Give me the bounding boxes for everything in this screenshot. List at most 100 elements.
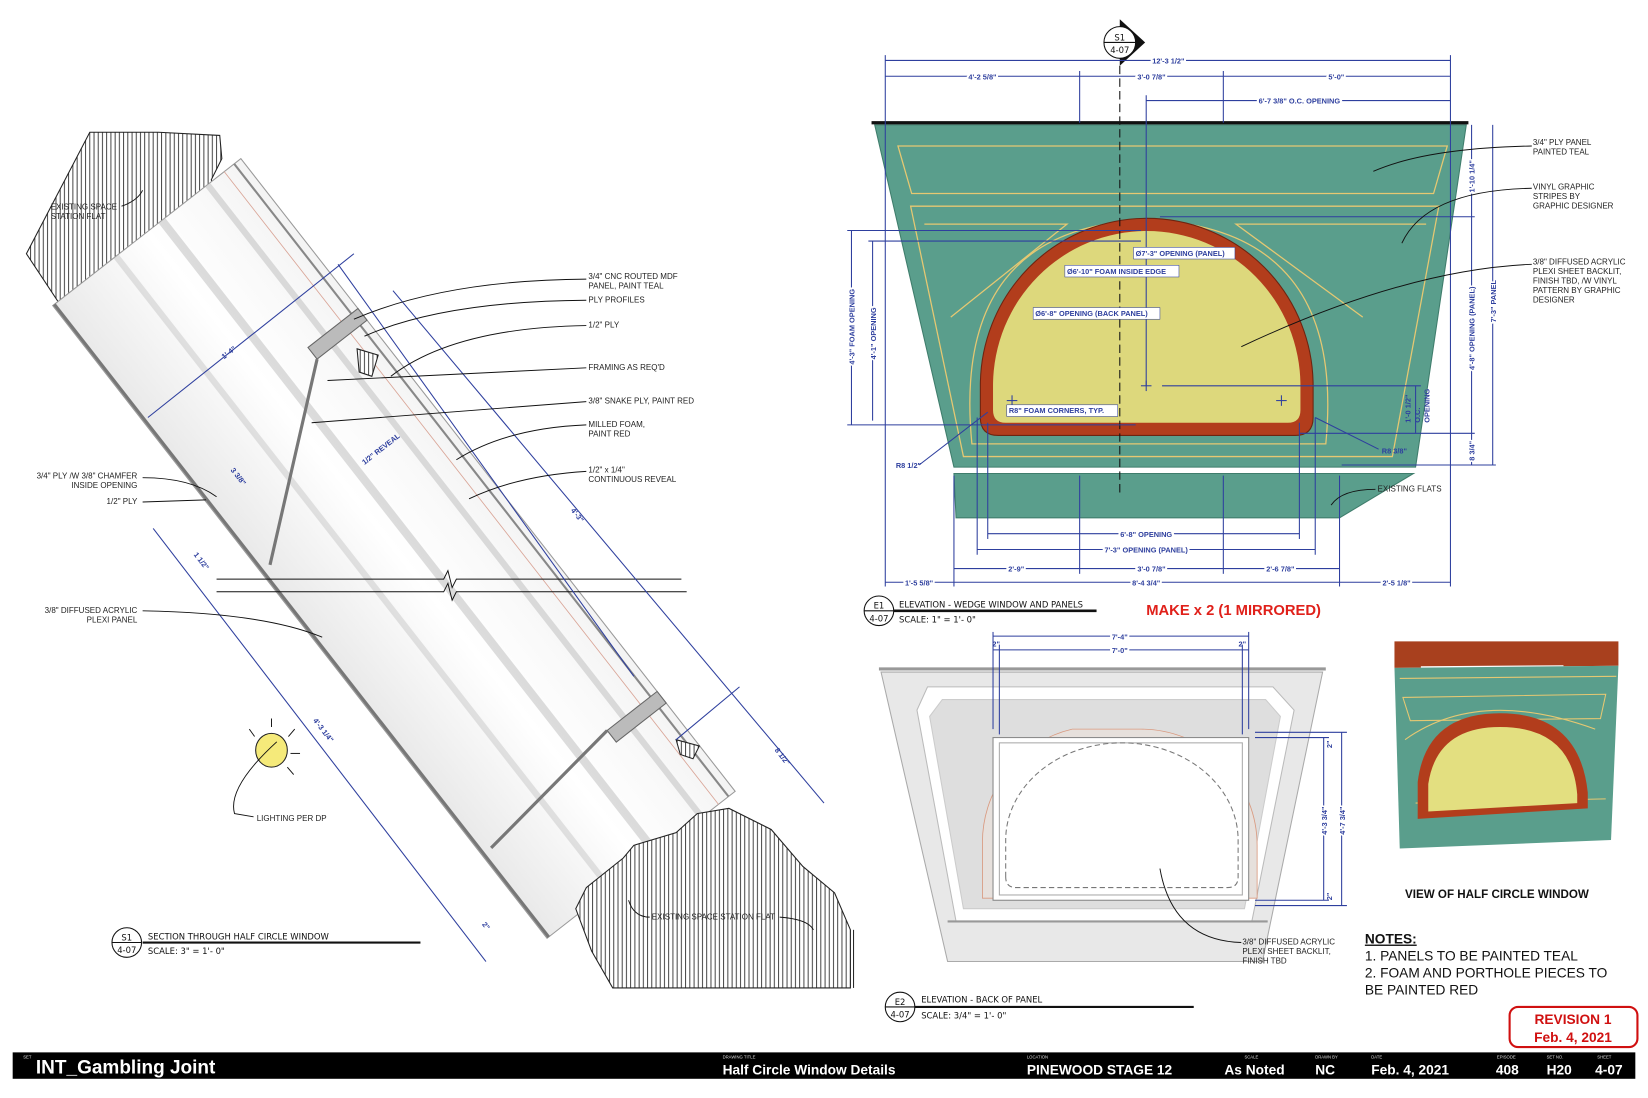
label-half-ply: 1/2" PLY — [588, 321, 619, 330]
label-continuous-reveal: 1/2" x 1/4"CONTINUOUS REVEAL — [588, 465, 676, 484]
svg-text:EPISODE: EPISODE — [1497, 1055, 1516, 1060]
svg-text:Feb. 4, 2021: Feb. 4, 2021 — [1534, 1030, 1612, 1045]
dim-opening: 4'-1" OPENING — [869, 307, 878, 359]
label-half-ply-left: 1/2" PLY — [107, 497, 138, 506]
svg-text:R8 3/8": R8 3/8" — [1382, 446, 1408, 455]
dim-4-3-3-4: 4'-3 3/4" — [1320, 806, 1329, 835]
dim-4-3: 4'-3" — [569, 506, 586, 524]
revision-stamp: REVISION 1 Feb. 4, 2021 — [1508, 1005, 1639, 1049]
svg-text:SHEET: SHEET — [1597, 1055, 1611, 1060]
dim-top-band: 1'-10 1/4" — [1468, 160, 1477, 193]
label-milled-foam: MILLED FOAM,PAINT RED — [588, 420, 645, 439]
svg-text:ELEVATION - BACK OF PANEL: ELEVATION - BACK OF PANEL — [921, 995, 1042, 1005]
svg-text:SECTION THROUGH HALF CIRCLE WI: SECTION THROUGH HALF CIRCLE WINDOW — [148, 931, 330, 941]
section-marker-s1[interactable]: S1 4-07 — [1103, 19, 1146, 66]
label-existing-flats: EXISTING FLATS — [1378, 484, 1442, 493]
center-marks — [1006, 380, 1287, 406]
dim-3-0-7-8: 3'-0 7/8" — [1137, 565, 1166, 574]
dim-7-0: 7'-0" — [1112, 646, 1128, 655]
svg-text:SCALE: 3/4" = 1'- 0": SCALE: 3/4" = 1'- 0" — [921, 1011, 1006, 1021]
label-snake-ply: 3/8" SNAKE PLY, PAINT RED — [588, 397, 694, 406]
svg-text:Ø6'-8" OPENING (BACK PANEL): Ø6'-8" OPENING (BACK PANEL) — [1035, 309, 1148, 318]
section-s1: 1'-4" 1/2" REVEAL 4'-3" 4'-3 1/4" 2" 1 1… — [25, 131, 855, 989]
dim-2-9: 2'-9" — [1008, 565, 1024, 574]
existing-flats — [953, 472, 1416, 519]
svg-text:SCALE: 1" = 1'- 0": SCALE: 1" = 1'- 0" — [899, 614, 976, 624]
callouts: Ø7'-3" OPENING (PANEL) Ø6'-10" FOAM INSI… — [896, 247, 1408, 470]
date: Feb. 4, 2021 — [1371, 1063, 1449, 1078]
svg-text:S1: S1 — [121, 932, 132, 942]
svg-text:SCALE: 3" = 1'- 0": SCALE: 3" = 1'- 0" — [148, 946, 225, 956]
svg-text:DRAWN BY: DRAWN BY — [1315, 1055, 1338, 1060]
dim-top-2: 2" — [1325, 740, 1334, 748]
dim-8-1-2: 8 1/2" — [773, 746, 793, 768]
drawing-title: Half Circle Window Details — [723, 1063, 896, 1078]
view-caption: VIEW OF HALF CIRCLE WINDOW — [1405, 888, 1589, 901]
svg-text:SET: SET — [23, 1055, 32, 1060]
dim-8-4-3-4: 8'-4 3/4" — [1132, 578, 1161, 587]
dim-7-4: 7'-4" — [1112, 632, 1128, 641]
section-title-block: S1 4-07 SECTION THROUGH HALF CIRCLE WIND… — [111, 927, 421, 958]
svg-text:E1: E1 — [874, 601, 885, 611]
label-ply-profiles: PLY PROFILES — [588, 295, 644, 304]
label-existing-flat-bottom: EXISTING SPACE STATION FLAT — [652, 912, 775, 921]
dim-foam-opening: 4'-3" FOAM OPENING — [848, 289, 857, 365]
dim-6-8-opening: 6'-8" OPENING — [1120, 530, 1172, 539]
svg-text:R8" FOAM CORNERS, TYP.: R8" FOAM CORNERS, TYP. — [1009, 406, 1104, 415]
make-note: MAKE x 2 (1 MIRRORED) — [1146, 603, 1321, 619]
elevation-e2: 7'-4" 7'-0" 2" 2" 4'-3 3/4" 4'-7 3/4" 2"… — [878, 630, 1348, 1023]
svg-text:DRAWING TITLE: DRAWING TITLE — [723, 1055, 756, 1060]
dim-1-5-5-8: 1'-5 5/8" — [905, 578, 934, 587]
perspective-view: VIEW OF HALF CIRCLE WINDOW — [1394, 641, 1619, 901]
dim-1-1-2: 1 1/2" — [192, 551, 212, 573]
svg-text:R8 1/2": R8 1/2" — [896, 461, 922, 470]
notes: NOTES: 1. PANELS TO BE PAINTED TEAL 2. F… — [1365, 932, 1608, 998]
scale: As Noted — [1224, 1063, 1284, 1078]
title-bar: SET INT_Gambling Joint DRAWING TITLE Hal… — [12, 1052, 1636, 1079]
svg-text:REVISION 1: REVISION 1 — [1534, 1012, 1611, 1027]
acrylic-sheet — [992, 737, 1250, 901]
svg-text:NOTES:: NOTES: — [1365, 932, 1417, 947]
label-framing: FRAMING AS REQ'D — [588, 363, 665, 372]
dim-overall-width: 12'-3 1/2" — [1152, 57, 1185, 66]
svg-text:E2: E2 — [895, 997, 906, 1007]
framing-block — [356, 348, 379, 377]
e1-title-block: E1 4-07 ELEVATION - WEDGE WINDOW AND PAN… — [863, 595, 1097, 627]
svg-text:2. FOAM AND PORTHOLE PIECES TO: 2. FOAM AND PORTHOLE PIECES TO — [1365, 965, 1608, 980]
svg-text:DATE: DATE — [1371, 1055, 1382, 1060]
set-name: INT_Gambling Joint — [36, 1058, 216, 1079]
svg-text:Ø7'-3" OPENING (PANEL): Ø7'-3" OPENING (PANEL) — [1136, 249, 1226, 258]
break-lines — [216, 569, 687, 602]
location: PINEWOOD STAGE 12 — [1027, 1063, 1173, 1078]
svg-text:LOCATION: LOCATION — [1027, 1055, 1048, 1060]
set-number: H20 — [1547, 1063, 1573, 1078]
episode: 408 — [1496, 1063, 1519, 1078]
drawn-by: NC — [1315, 1063, 1335, 1078]
e2-title-block: E2 4-07 ELEVATION - BACK OF PANEL SCALE:… — [884, 991, 1194, 1023]
dim-oc-vertical: 1'-0 1/2"O.C.OPENING — [1403, 388, 1431, 422]
dim-oc-opening: 6'-7 3/8" O.C. OPENING — [1259, 97, 1341, 106]
acrylic-window — [993, 231, 1301, 423]
svg-text:SCALE: SCALE — [1244, 1055, 1258, 1060]
svg-text:ELEVATION - WEDGE WINDOW AND P: ELEVATION - WEDGE WINDOW AND PANELS — [899, 600, 1083, 610]
svg-text:4-07: 4-07 — [869, 613, 888, 623]
dim-4-3-1-4: 4'-3 1/4" — [311, 716, 336, 744]
svg-text:4-07: 4-07 — [1110, 45, 1129, 55]
dim-left: 4'-2 5/8" — [968, 72, 997, 81]
dim-panel-height: 7'-3" PANEL — [1489, 279, 1498, 322]
svg-text:4-07: 4-07 — [117, 945, 136, 955]
section-band — [51, 157, 736, 940]
svg-text:BE PAINTED RED: BE PAINTED RED — [1365, 982, 1478, 997]
svg-text:SET NO.: SET NO. — [1547, 1055, 1564, 1060]
dim-2: 2" — [480, 920, 492, 932]
existing-flat-bottom-hatch — [575, 807, 851, 989]
dim-right-2: 2" — [1239, 640, 1247, 649]
light-icon — [233, 718, 301, 818]
